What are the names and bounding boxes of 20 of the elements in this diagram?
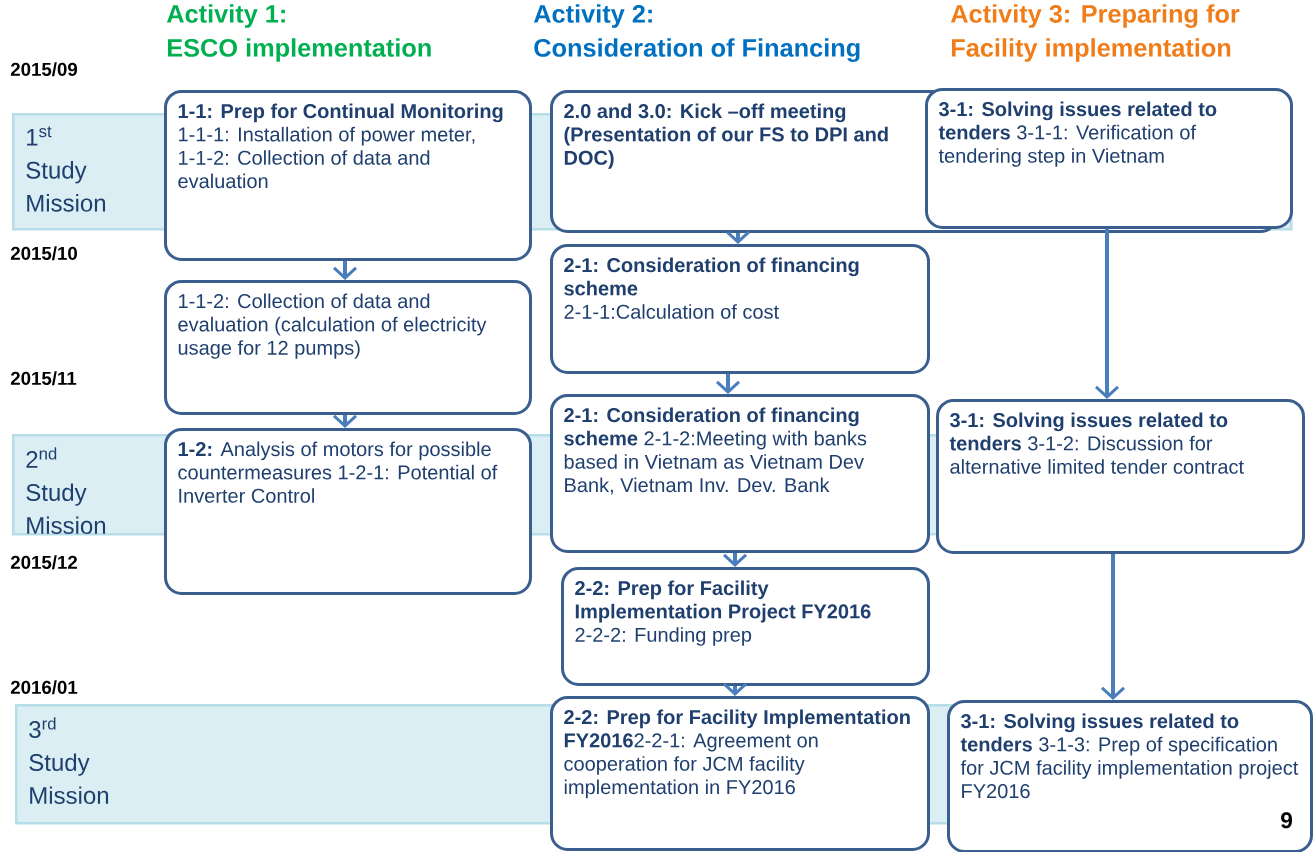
activity-box: 3-1: Solving issues related to tenders 3-1-2: Discussion for alternative limited tender contract xyxy=(936,399,1305,554)
date-label: 2015/11 xyxy=(10,371,77,386)
activity-box: 2-1: Consideration of financing scheme 2-1-1:Calculation of cost xyxy=(550,244,930,374)
activity-heading: Consideration of Financing xyxy=(534,38,860,62)
date-label: 2015/09 xyxy=(10,62,78,77)
activity-heading: Facility implementation xyxy=(951,38,1231,62)
activity-heading: Activity 2: xyxy=(533,4,652,28)
activity-heading: Activity 3: Preparing for xyxy=(950,4,1240,28)
activity-box: 2-2: Prep for Facility Implementation FY20162-2-1: Agreement on cooperation for JCM facility implementation in FY2016 xyxy=(550,696,930,851)
activity-box: 1-1: Prep for Continual Monitoring 1-1-1: Installation of power meter, 1-1-2: Collection of data and evaluation xyxy=(164,90,532,261)
activity-heading: ESCO implementation xyxy=(167,38,431,62)
activity-box: 1-1-2: Collection of data and evaluation (calculation of electricity usage for 12 pumps) xyxy=(164,280,532,415)
activity-box: 1-2: Analysis of motors for possible countermeasures 1-2-1: Potential of Inverter Control xyxy=(164,428,532,595)
arrow xyxy=(1095,229,1119,399)
date-label: 2015/12 xyxy=(10,555,77,570)
activity-box: 2-1: Consideration of financing scheme 2-1-2:Meeting with banks based in Vietnam as Vietnam Dev Bank, Vietnam Inv. Dev. Bank xyxy=(550,394,930,553)
arrow xyxy=(1101,554,1125,700)
page-number: 9 xyxy=(1281,812,1293,829)
activity-box: 2-2: Prep for Facility Implementation Project FY2016 2-2-2: Funding prep xyxy=(561,567,930,686)
activity-heading: Activity 1: xyxy=(166,4,285,28)
